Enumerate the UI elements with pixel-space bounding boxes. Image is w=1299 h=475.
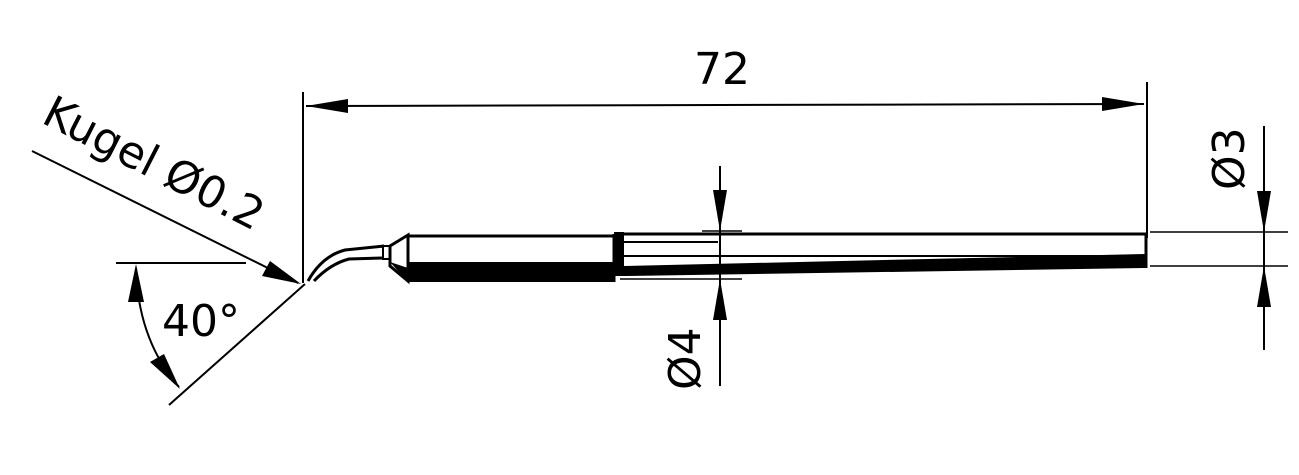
tip-diameter-dimension: Ø3	[1150, 126, 1288, 350]
angle-arrowhead-bottom	[150, 354, 180, 389]
arrowhead-right	[1102, 97, 1144, 111]
angle-dimension: 40°	[116, 262, 306, 406]
sleeve-flange	[614, 232, 624, 276]
shank-diameter-label: Ø4	[660, 327, 711, 390]
shank-arrowhead-bottom	[713, 279, 727, 320]
angle-tip-line	[168, 283, 306, 406]
shaft-shadow	[408, 262, 614, 282]
tip-point-upper	[306, 244, 385, 282]
tip-arrowhead-bottom	[1257, 266, 1271, 307]
sleeve-shadow	[624, 254, 1146, 276]
tip-point-lower	[312, 256, 385, 283]
tip-diameter-label: Ø3	[1204, 127, 1255, 190]
length-dimension: 72	[302, 44, 1148, 283]
soldering-tip	[306, 232, 1148, 285]
arrowhead-left	[306, 99, 348, 113]
leader-arrowhead	[262, 261, 301, 284]
length-label: 72	[694, 44, 750, 95]
ball-label: Kugel Ø0.2	[35, 86, 272, 241]
tip-arrowhead-top	[1257, 191, 1271, 232]
shank-diameter-dimension: Ø4	[620, 166, 742, 390]
leader-line	[31, 150, 299, 284]
tip-cone-shadow	[390, 262, 408, 282]
angle-arrowhead-top	[128, 264, 144, 302]
shank-arrowhead-top	[713, 190, 727, 231]
ball-leader: Kugel Ø0.2	[31, 86, 301, 284]
length-dimension-line	[305, 103, 1145, 107]
angle-label: 40°	[162, 296, 240, 347]
